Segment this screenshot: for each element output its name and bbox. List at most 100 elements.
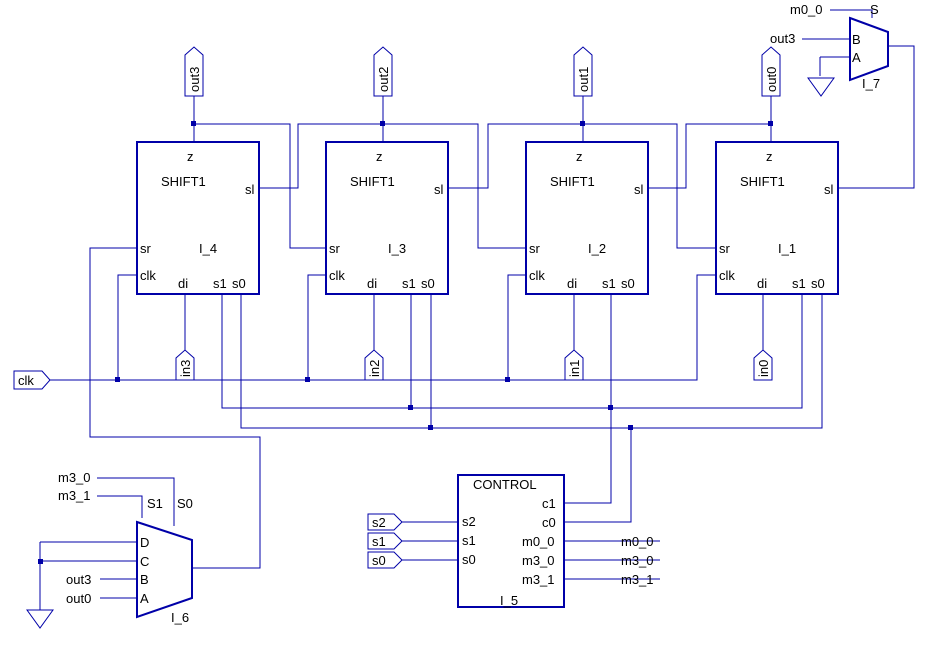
pin-s0: s0 — [462, 552, 476, 567]
net-label: m3_1 — [621, 572, 654, 587]
output-port-label: out1 — [576, 67, 591, 92]
net-label: out3 — [66, 572, 91, 587]
pin-d: D — [140, 535, 149, 550]
input-port[interactable]: s0 — [367, 551, 403, 569]
pin-s1: s1 — [213, 276, 227, 291]
pin-s1: s1 — [462, 533, 476, 548]
block-title: CONTROL — [473, 477, 537, 492]
shift-block[interactable]: z SHIFT1 sl sr I_3 clk di s1 s0 — [325, 141, 449, 295]
pin-s0: s0 — [811, 276, 825, 291]
pin-s0: S0 — [177, 496, 193, 511]
clk-port-label: clk — [18, 373, 34, 388]
pin-m3_1: m3_1 — [522, 572, 555, 587]
pin-z: z — [576, 149, 583, 164]
shift-block[interactable]: z SHIFT1 sl sr I_2 clk di s1 s0 — [525, 141, 649, 295]
input-port-label: s1 — [372, 534, 386, 549]
instance-label: I_5 — [500, 593, 518, 608]
mux2-block[interactable]: B A S I_7 — [849, 2, 889, 91]
block-title: SHIFT1 — [550, 174, 595, 189]
input-port[interactable]: in2 — [364, 349, 384, 381]
pin-sr: sr — [329, 241, 341, 256]
instance-label: I_1 — [778, 241, 796, 256]
pin-s1: s1 — [792, 276, 806, 291]
pin-m3_0: m3_0 — [522, 553, 555, 568]
net-label: m0_0 — [621, 534, 654, 549]
pin-di: di — [757, 276, 767, 291]
input-port-label: s0 — [372, 553, 386, 568]
input-port-label: in0 — [756, 360, 771, 377]
shift-block[interactable]: z SHIFT1 sl sr I_1 clk di s1 s0 — [715, 141, 839, 295]
pin-c: C — [140, 554, 149, 569]
output-port[interactable]: out1 — [573, 46, 593, 97]
clk-port[interactable]: clk — [13, 370, 51, 390]
pin-z: z — [187, 149, 194, 164]
pin-s1: s1 — [602, 276, 616, 291]
pin-a: A — [140, 591, 149, 606]
instance-label: I_3 — [388, 241, 406, 256]
pin-di: di — [567, 276, 577, 291]
pin-clk: clk — [140, 268, 156, 283]
pin-c1: c1 — [542, 496, 556, 511]
net-label: out0 — [66, 591, 91, 606]
output-port-label: out3 — [187, 67, 202, 92]
pin-s2: s2 — [462, 514, 476, 529]
ground-symbols — [26, 77, 835, 629]
net-label: m3_0 — [621, 553, 654, 568]
pin-b: B — [852, 32, 861, 47]
control-block[interactable]: CONTROL s2 s1 s0 c1 c0 m0_0 m3_0 m3_1 I_… — [457, 474, 565, 608]
input-port[interactable]: s2 — [367, 513, 403, 531]
instance-label: I_6 — [171, 610, 189, 625]
pin-a: A — [852, 50, 861, 65]
pin-s0: s0 — [621, 276, 635, 291]
block-title: SHIFT1 — [161, 174, 206, 189]
input-port[interactable]: s1 — [367, 532, 403, 550]
pin-m0_0: m0_0 — [522, 534, 555, 549]
pin-clk: clk — [329, 268, 345, 283]
input-port-label: s2 — [372, 515, 386, 530]
instance-label: I_7 — [862, 76, 880, 91]
input-port[interactable]: in0 — [753, 349, 773, 381]
net-label: m0_0 — [790, 2, 823, 17]
pin-sr: sr — [529, 241, 541, 256]
pin-s1: S1 — [147, 496, 163, 511]
pin-s1: s1 — [402, 276, 416, 291]
ground-icon — [26, 609, 54, 629]
pin-di: di — [178, 276, 188, 291]
instance-label: I_2 — [588, 241, 606, 256]
output-port[interactable]: out0 — [761, 46, 781, 97]
input-port-label: in3 — [178, 360, 193, 377]
pin-z: z — [766, 149, 773, 164]
pin-sl: sl — [634, 182, 644, 197]
output-port-label: out2 — [376, 67, 391, 92]
net-label: out3 — [770, 31, 795, 46]
input-port[interactable]: in1 — [564, 349, 584, 381]
output-port[interactable]: out2 — [373, 46, 393, 97]
instance-label: I_4 — [199, 241, 217, 256]
output-port-label: out0 — [764, 67, 779, 92]
pin-s0: s0 — [232, 276, 246, 291]
pin-sl: sl — [824, 182, 834, 197]
pin-s: S — [870, 2, 879, 17]
input-port-label: in1 — [567, 360, 582, 377]
block-title: SHIFT1 — [740, 174, 785, 189]
pin-sl: sl — [434, 182, 444, 197]
pin-clk: clk — [529, 268, 545, 283]
mux4-block[interactable]: D C B A S1 S0 I_6 — [136, 496, 193, 625]
pin-b: B — [140, 572, 149, 587]
net-label: m3_0 — [58, 470, 91, 485]
output-port[interactable]: out3 — [184, 46, 204, 97]
pin-sr: sr — [140, 241, 152, 256]
ground-icon — [807, 77, 835, 97]
wires — [39, 9, 915, 610]
pin-c0: c0 — [542, 515, 556, 530]
block-title: SHIFT1 — [350, 174, 395, 189]
input-port[interactable]: in3 — [175, 349, 195, 381]
pin-z: z — [376, 149, 383, 164]
junctions — [38, 121, 773, 564]
net-label: m3_1 — [58, 488, 91, 503]
pin-clk: clk — [719, 268, 735, 283]
pin-di: di — [367, 276, 377, 291]
pin-sr: sr — [719, 241, 731, 256]
shift-block[interactable]: z SHIFT1 sl sr I_4 clk di s1 s0 — [136, 141, 260, 295]
